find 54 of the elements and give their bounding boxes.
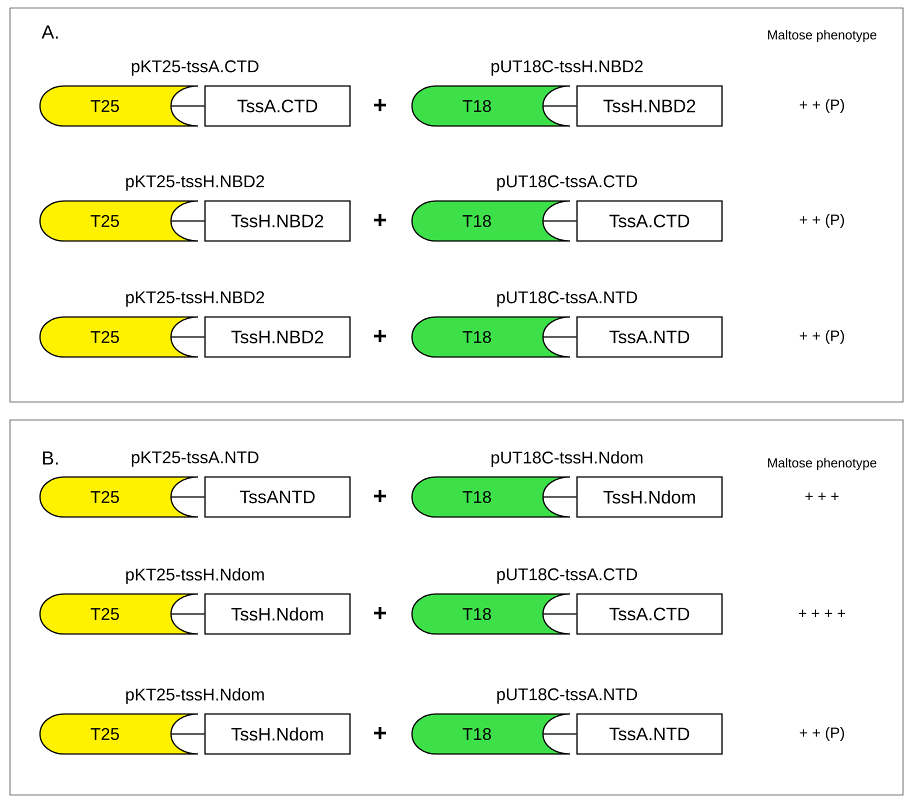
plus-sign: + (374, 330, 386, 342)
panel-frame (10, 420, 904, 796)
protein-box: TssA.CTD (576, 200, 723, 242)
phenotype-score: + + (P) (800, 727, 844, 741)
plus-sign: + (374, 606, 386, 620)
plasmid-name: pKT25-tssA.CTD (132, 60, 258, 76)
linker-line (542, 105, 576, 107)
phenotype-score: + + (P) (800, 330, 844, 344)
protein-box: TssA.CTD (576, 593, 723, 635)
protein-box: TssH.Ndom (204, 713, 351, 755)
linker-line (542, 496, 576, 498)
plasmid-name: pUT18C-tssA.NTD (497, 688, 638, 704)
linker-line (170, 496, 204, 498)
plasmid-name: pUT18C-tssA.CTD (497, 175, 638, 191)
protein-box: TssH.NBD2 (204, 316, 351, 358)
linker-line (542, 220, 576, 222)
protein-box: TssH.Ndom (204, 593, 351, 635)
plasmid-name: pKT25-tssA.NTD (132, 451, 258, 467)
maltose-header: Maltose phenotype (768, 458, 876, 470)
linker-line (542, 336, 576, 338)
phenotype-score: + + + + (798, 610, 846, 618)
plasmid-name: pKT25-tssH.NBD2 (126, 291, 264, 307)
plasmid-name: pKT25-tssH.Ndom (126, 568, 264, 584)
plus-sign: + (374, 726, 386, 740)
phenotype-score: + + + (805, 492, 839, 500)
protein-box: TssA.NTD (576, 316, 723, 358)
linker-line (170, 336, 204, 338)
plasmid-name: pUT18C-tssH.NBD2 (492, 60, 643, 76)
plus-sign: + (374, 490, 386, 502)
phenotype-score: + + (P) (800, 99, 844, 113)
protein-box: TssH.NBD2 (576, 85, 723, 127)
protein-box: TssA.NTD (576, 713, 723, 755)
linker-line (542, 613, 576, 615)
plasmid-name: pKT25-tssH.Ndom (126, 688, 264, 704)
phenotype-score: + + (P) (800, 214, 844, 228)
panel-frame (10, 8, 904, 402)
plasmid-name: pUT18C-tssA.NTD (497, 291, 638, 307)
maltose-header: Maltose phenotype (768, 30, 876, 42)
protein-box: TssH.Ndom (576, 476, 723, 518)
plus-sign: + (374, 214, 386, 226)
plasmid-name: pKT25-tssH.NBD2 (126, 175, 264, 191)
protein-box: TssANTD (204, 476, 351, 518)
linker-line (170, 613, 204, 615)
panel-letter: A. (42, 25, 58, 39)
linker-line (170, 105, 204, 107)
linker-line (170, 220, 204, 222)
linker-line (170, 733, 204, 735)
plasmid-name: pUT18C-tssH.Ndom (492, 451, 642, 467)
linker-line (542, 733, 576, 735)
panel-letter: B. (43, 451, 58, 465)
protein-box: TssH.NBD2 (204, 200, 351, 242)
protein-box: TssA.CTD (204, 85, 351, 127)
plus-sign: + (374, 98, 386, 112)
plasmid-name: pUT18C-tssA.CTD (497, 568, 638, 584)
